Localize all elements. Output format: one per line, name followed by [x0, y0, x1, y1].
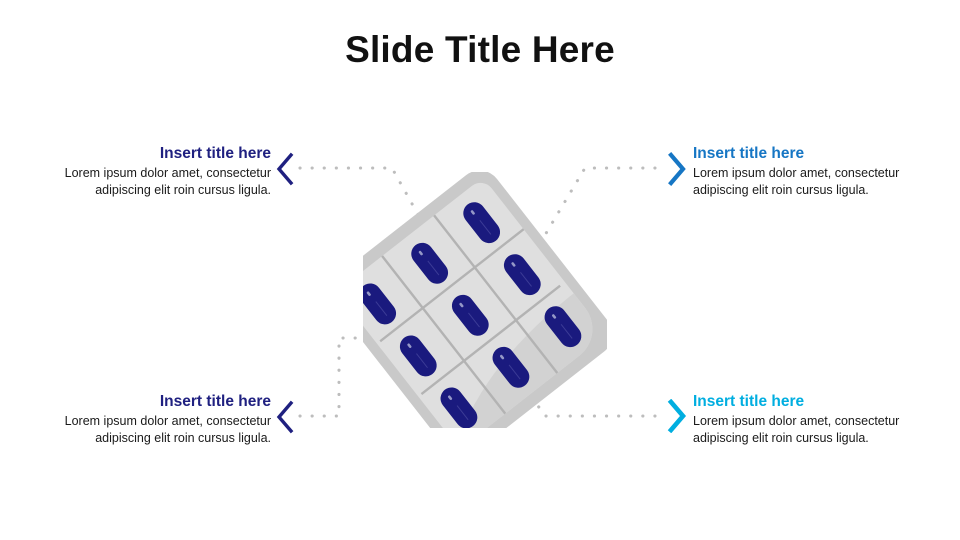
- pill-blister-pack: [363, 172, 607, 428]
- callout-body: Lorem ipsum dolor amet, consectetur adip…: [64, 166, 271, 197]
- chevron-left-icon[interactable]: [275, 400, 297, 434]
- callout-body: Lorem ipsum dolor amet, consectetur adip…: [693, 166, 900, 197]
- callout-bottom-right: Insert title here Lorem ipsum dolor amet…: [693, 392, 908, 446]
- capsule: [544, 306, 582, 348]
- callout-bottom-left: Insert title here Lorem ipsum dolor amet…: [56, 392, 271, 446]
- callout-top-left: Insert title here Lorem ipsum dolor amet…: [56, 144, 271, 198]
- callout-title: Insert title here: [159, 145, 271, 162]
- chevron-left-icon[interactable]: [275, 152, 297, 186]
- connector-top-right: [543, 166, 657, 237]
- capsule: [411, 242, 449, 284]
- page-title: Slide Title Here: [345, 29, 615, 70]
- callout-top-right: Insert title here Lorem ipsum dolor amet…: [693, 144, 908, 198]
- connector-bottom-right: [510, 366, 657, 418]
- chevron-right-icon[interactable]: [665, 399, 687, 433]
- capsule: [363, 283, 397, 325]
- capsule: [451, 294, 489, 336]
- capsule-group: [363, 202, 582, 428]
- callout-title: Insert title here: [159, 393, 271, 410]
- chevron-right-icon[interactable]: [665, 152, 687, 186]
- capsule: [399, 335, 437, 377]
- capsule: [440, 387, 478, 428]
- blister-pack-illustration: [363, 172, 607, 428]
- capsule: [492, 346, 530, 388]
- callout-body: Lorem ipsum dolor amet, consectetur adip…: [693, 414, 900, 445]
- callout-body: Lorem ipsum dolor amet, consectetur adip…: [64, 414, 271, 445]
- callout-title: Insert title here: [693, 393, 805, 410]
- pack-divider-lines: [379, 214, 561, 415]
- capsule: [463, 202, 501, 244]
- capsule: [503, 254, 541, 296]
- callout-title: Insert title here: [693, 145, 805, 162]
